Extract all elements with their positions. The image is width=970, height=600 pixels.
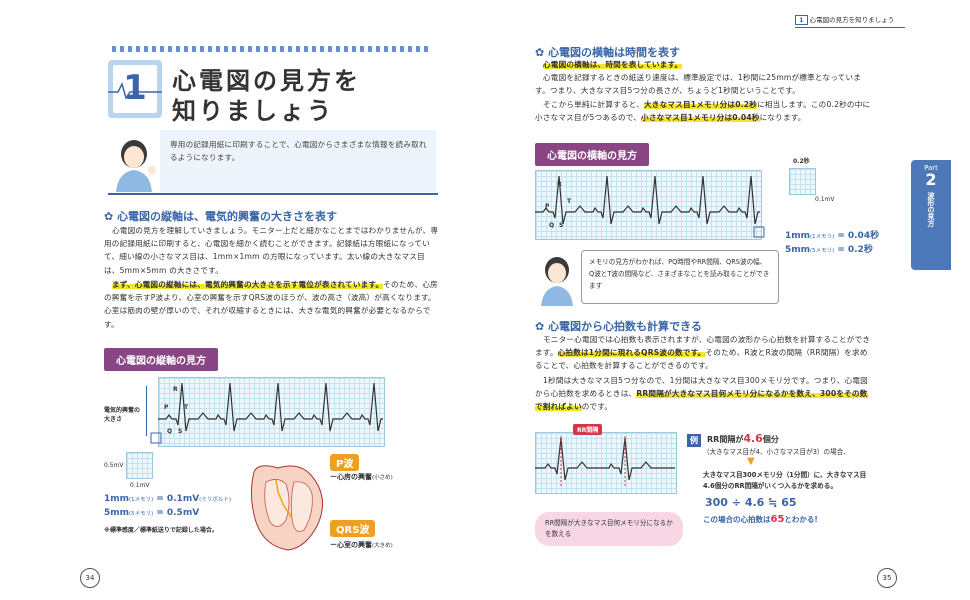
eq-horizontal-2: 5mm(5メモリ) = 0.2秒	[785, 245, 873, 255]
ecg-label-s: S	[178, 428, 183, 435]
eq-vertical-1: 1mm(1メモリ) = 0.1mV(ミリボルト)	[104, 494, 231, 504]
ecg-trace-rr	[535, 436, 675, 486]
zoom-box-marker	[150, 432, 162, 444]
right-s2-p1: モニター心電図では心拍数も表示されますが、心電図の波形から心拍数を計算することが…	[535, 335, 871, 371]
example-tag: 例	[687, 434, 701, 447]
example-desc: 大きなマス目300メモリ分（1分間）に、大きなマス目4.6個分のRR間隔がいくつ…	[703, 471, 867, 490]
ecg-grid-right	[535, 170, 762, 240]
right-s1-highlight: 心電図の横軸は、時間を表しています。	[543, 60, 683, 69]
heart-illustration	[248, 462, 332, 552]
ribbon-vertical-axis: 心電図の縦軸の見方	[104, 348, 218, 371]
right-page: 1 心電図の見方を知りましょう ✿ 心電図の横軸は時間を表す 心電図の横軸は、時…	[485, 0, 970, 600]
p-wave-desc: ー心房の興奮(小さめ)	[330, 473, 393, 481]
ecg-side-label: 電気的興奮の 大きさ	[104, 407, 141, 423]
ecg-r-label-s: S	[559, 222, 564, 229]
zoom-top-label: 0.2秒	[793, 158, 810, 165]
ecg-trace-right	[535, 175, 760, 225]
footnote: ※標準感度／標準紙送りで記録した場合。	[104, 527, 218, 534]
intro-divider	[108, 193, 438, 195]
section-title-horizontal: ✿ 心電図の横軸は時間を表す	[535, 46, 681, 59]
left-page: 1 心電図の見方を 知りましょう 専用の記録用紙に印刷することで、心電図からさま…	[80, 46, 439, 588]
running-chapter-num: 1	[795, 15, 808, 25]
chapter-number: 1	[123, 68, 147, 108]
down-arrow-icon: ▼	[747, 456, 755, 467]
nurse-note-text: メモリの見方がわかれば、PQ時間やRR間隔、QRS波の幅、Q波とT波の間隔など、…	[589, 258, 770, 290]
part-tab-text: 波形の見方	[927, 192, 935, 227]
ecg-label-t: T	[184, 404, 189, 411]
title-decoration	[112, 46, 432, 52]
ribbon-horizontal-axis: 心電図の横軸の見方	[535, 143, 649, 166]
page-title-line1: 心電図の見方を	[172, 67, 361, 95]
flower-icon: ✿	[104, 210, 114, 223]
ecg-r-label-t: T	[567, 198, 572, 205]
example-line-2: （大きなマス目が4、小さなマス目が3）の場合、	[703, 448, 850, 456]
right-s1-p1: 心電図を記録するときの紙送り速度は、標準設定では、1秒間に25mmが標準となって…	[535, 73, 862, 96]
intro-box	[160, 130, 436, 192]
ecg-r-label-p: P	[545, 203, 550, 210]
flower-icon: ✿	[535, 46, 545, 59]
qrs-wave-tag: QRS波	[330, 520, 376, 537]
ecg-label-q: Q	[167, 428, 173, 435]
ecg-grid-left	[158, 377, 385, 447]
rr-interval-tag: RR間隔	[573, 424, 603, 435]
ecg-label-p: P	[164, 404, 169, 411]
zoom-box-marker-right	[753, 226, 765, 238]
ecg-r-label-q: Q	[549, 222, 555, 229]
left-paragraph-1: 心電図の見方を理解していきましょう。モニター上だと細かなことまではわかりませんが…	[104, 226, 439, 275]
part-tab-label: Part	[924, 164, 938, 172]
ecg-label-r: R	[173, 386, 178, 393]
pulse-icon	[108, 81, 162, 100]
example-result: この場合の心拍数は65とわかる!	[703, 514, 818, 525]
highlight-vertical-axis: まず、心電図の縦軸には、電気的興奮の大きさを示す電位が表されています。	[112, 280, 384, 289]
zoom-label-0-5mv: 0.5mV	[104, 462, 124, 469]
right-s1-p2: そこから単純に計算すると、大きなマス目1メモリ分は0.2秒に相当します。この0.…	[535, 100, 871, 123]
p-wave-tag: P波	[330, 454, 360, 471]
part-tab: Part 2 波形の見方	[911, 160, 951, 270]
page-number-right: 35	[877, 568, 897, 588]
zoom-label-0-1mv: 0.1mV	[130, 482, 150, 489]
running-title: 心電図の見方を知りましょう	[809, 16, 895, 24]
vertical-arrow	[146, 386, 147, 436]
zoom-grid-right	[789, 168, 816, 195]
page-title-line2: 知りましょう	[172, 97, 334, 125]
example-calc: 300 ÷ 4.6 ≒ 65	[705, 496, 797, 509]
section-title-vertical: ✿ 心電図の縦軸は、電気的興奮の大きさを表す	[104, 210, 338, 223]
ecg-r-label-r: R	[557, 181, 562, 188]
chapter-number-box: 1	[108, 60, 162, 118]
rr-bubble: RR間隔が大きなマス目何メモリ分になるかを数える	[535, 512, 683, 546]
nurse-note-bubble	[581, 250, 779, 304]
running-header: 1 心電図の見方を知りましょう	[795, 14, 905, 28]
right-s2-p2: 1秒間は大きなマス目5つ分なので、1分間は大きなマス目300メモリ分です。つまり…	[535, 376, 868, 412]
page-title: 心電図の見方を 知りましょう	[172, 66, 361, 126]
part-tab-number: 2	[925, 170, 937, 189]
eq-horizontal-1: 1mm(1メモリ) = 0.04秒	[785, 231, 880, 241]
nurse-illustration-right	[537, 252, 581, 306]
page-number-left: 34	[80, 568, 100, 588]
flower-icon: ✿	[535, 320, 545, 333]
ecg-grid-rr	[535, 432, 677, 494]
zoom-grid-left	[126, 452, 153, 479]
eq-vertical-2: 5mm(5メモリ) = 0.5mV	[104, 508, 200, 518]
nurse-illustration	[112, 134, 160, 192]
zoom-side-label: 0.1mV	[815, 196, 835, 203]
example-line-1: RR間隔が4.6個分	[707, 432, 779, 445]
intro-text: 専用の記録用紙に印刷することで、心電図からさまざまな情報を読み取れるようになりま…	[170, 140, 427, 163]
qrs-wave-desc: ー心室の興奮(大きめ)	[330, 541, 393, 549]
left-paragraph-2: まず、心電図の縦軸には、電気的興奮の大きさを示す電位が表されています。そのため、…	[104, 280, 438, 329]
ecg-trace-left	[158, 382, 383, 432]
section-title-heart-rate: ✿ 心電図から心拍数も計算できる	[535, 320, 702, 333]
